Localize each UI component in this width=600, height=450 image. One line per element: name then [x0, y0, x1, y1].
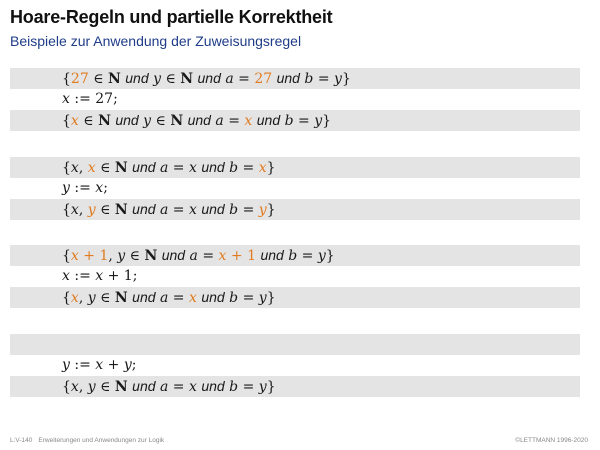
footer-copyright: ©LETTMANN 1996-2020	[515, 437, 588, 444]
page-subtitle: Beispiele zur Anwendung der Zuweisungsre…	[10, 33, 302, 49]
course-name: Erweiterungen und Anwendungen zur Logik	[38, 437, 165, 444]
slide-id: L:V-140	[10, 437, 33, 444]
page-title: Hoare-Regeln und partielle Korrektheit	[10, 7, 333, 27]
example-2-postcondition: {x, y ∈ N und a = x und b = y}	[10, 199, 580, 220]
footer-left: L:V-140 Erweiterungen und Anwendungen zur…	[10, 437, 164, 444]
example-2-assignment: y := x;	[62, 180, 108, 196]
example-1-postcondition: {x ∈ N und y ∈ N und a = x und b = y}	[10, 110, 580, 131]
example-3-precondition: {x + 1, y ∈ N und a = x + 1 und b = y}	[10, 245, 580, 266]
example-4-postcondition: {x, y ∈ N und a = x und b = y}	[10, 376, 580, 397]
example-4-assignment: y := x + y;	[62, 357, 137, 373]
example-2-precondition: {x, x ∈ N und a = x und b = x}	[10, 157, 580, 178]
example-1-precondition: {27 ∈ N und y ∈ N und a = 27 und b = y}	[10, 68, 580, 89]
example-3-assignment: x := x + 1;	[62, 268, 138, 284]
example-1-assignment: x := 27;	[62, 91, 118, 107]
example-4-precondition-empty	[10, 334, 580, 355]
example-3-postcondition: {x, y ∈ N und a = x und b = y}	[10, 287, 580, 308]
